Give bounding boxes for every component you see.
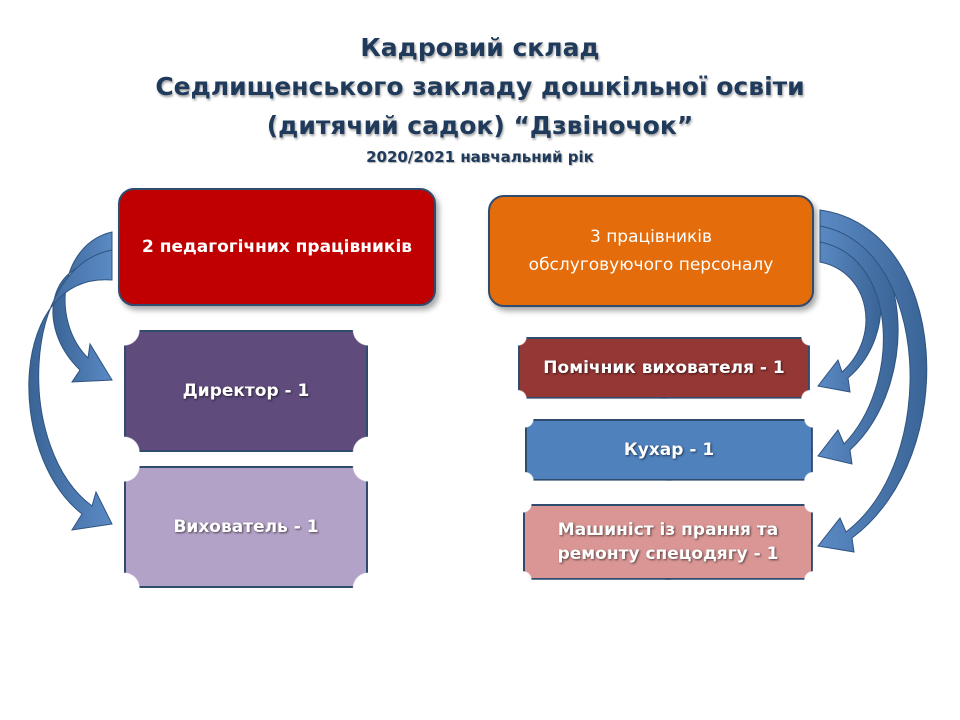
service-staff-box: 3 працівників обслуговуючого персоналу	[488, 195, 814, 307]
assistant-educator-label: Помічник вихователя - 1	[543, 358, 785, 378]
pedagogical-staff-label: 2 педагогічних працівників	[141, 237, 413, 257]
assistant-educator-box: Помічник вихователя - 1	[518, 337, 810, 399]
cook-label: Кухар - 1	[623, 440, 715, 460]
title-line-2: Седлищенського закладу дошкільної освіти	[155, 72, 805, 101]
pedagogical-staff-box: 2 педагогічних працівників	[118, 188, 436, 306]
laundry-machinist-label-line-1: Машиніст із прання та	[557, 520, 779, 540]
laundry-machinist-box: Машиніст із прання та ремонту спецодягу …	[523, 504, 813, 580]
arrow-to-director	[52, 231, 113, 383]
service-staff-label-line-2: обслуговуючого персоналу	[528, 255, 774, 275]
educator-label: Вихователь - 1	[173, 517, 319, 537]
laundry-machinist-label-line-2: ремонту спецодягу - 1	[557, 544, 779, 564]
director-label: Директор - 1	[182, 381, 310, 401]
educator-box: Вихователь - 1	[124, 466, 368, 588]
arrow-to-laundry	[817, 209, 928, 553]
service-staff-label-line-1: 3 працівників	[589, 227, 712, 247]
director-box: Директор - 1	[124, 330, 368, 452]
cook-box: Кухар - 1	[525, 419, 813, 481]
title-line-1: Кадровий склад	[360, 33, 600, 62]
title-line-3: (дитячий садок) “Дзвіночок”	[266, 111, 694, 140]
arrow-to-educator	[28, 249, 113, 531]
school-year: 2020/2021 навчальний рік	[366, 148, 594, 166]
